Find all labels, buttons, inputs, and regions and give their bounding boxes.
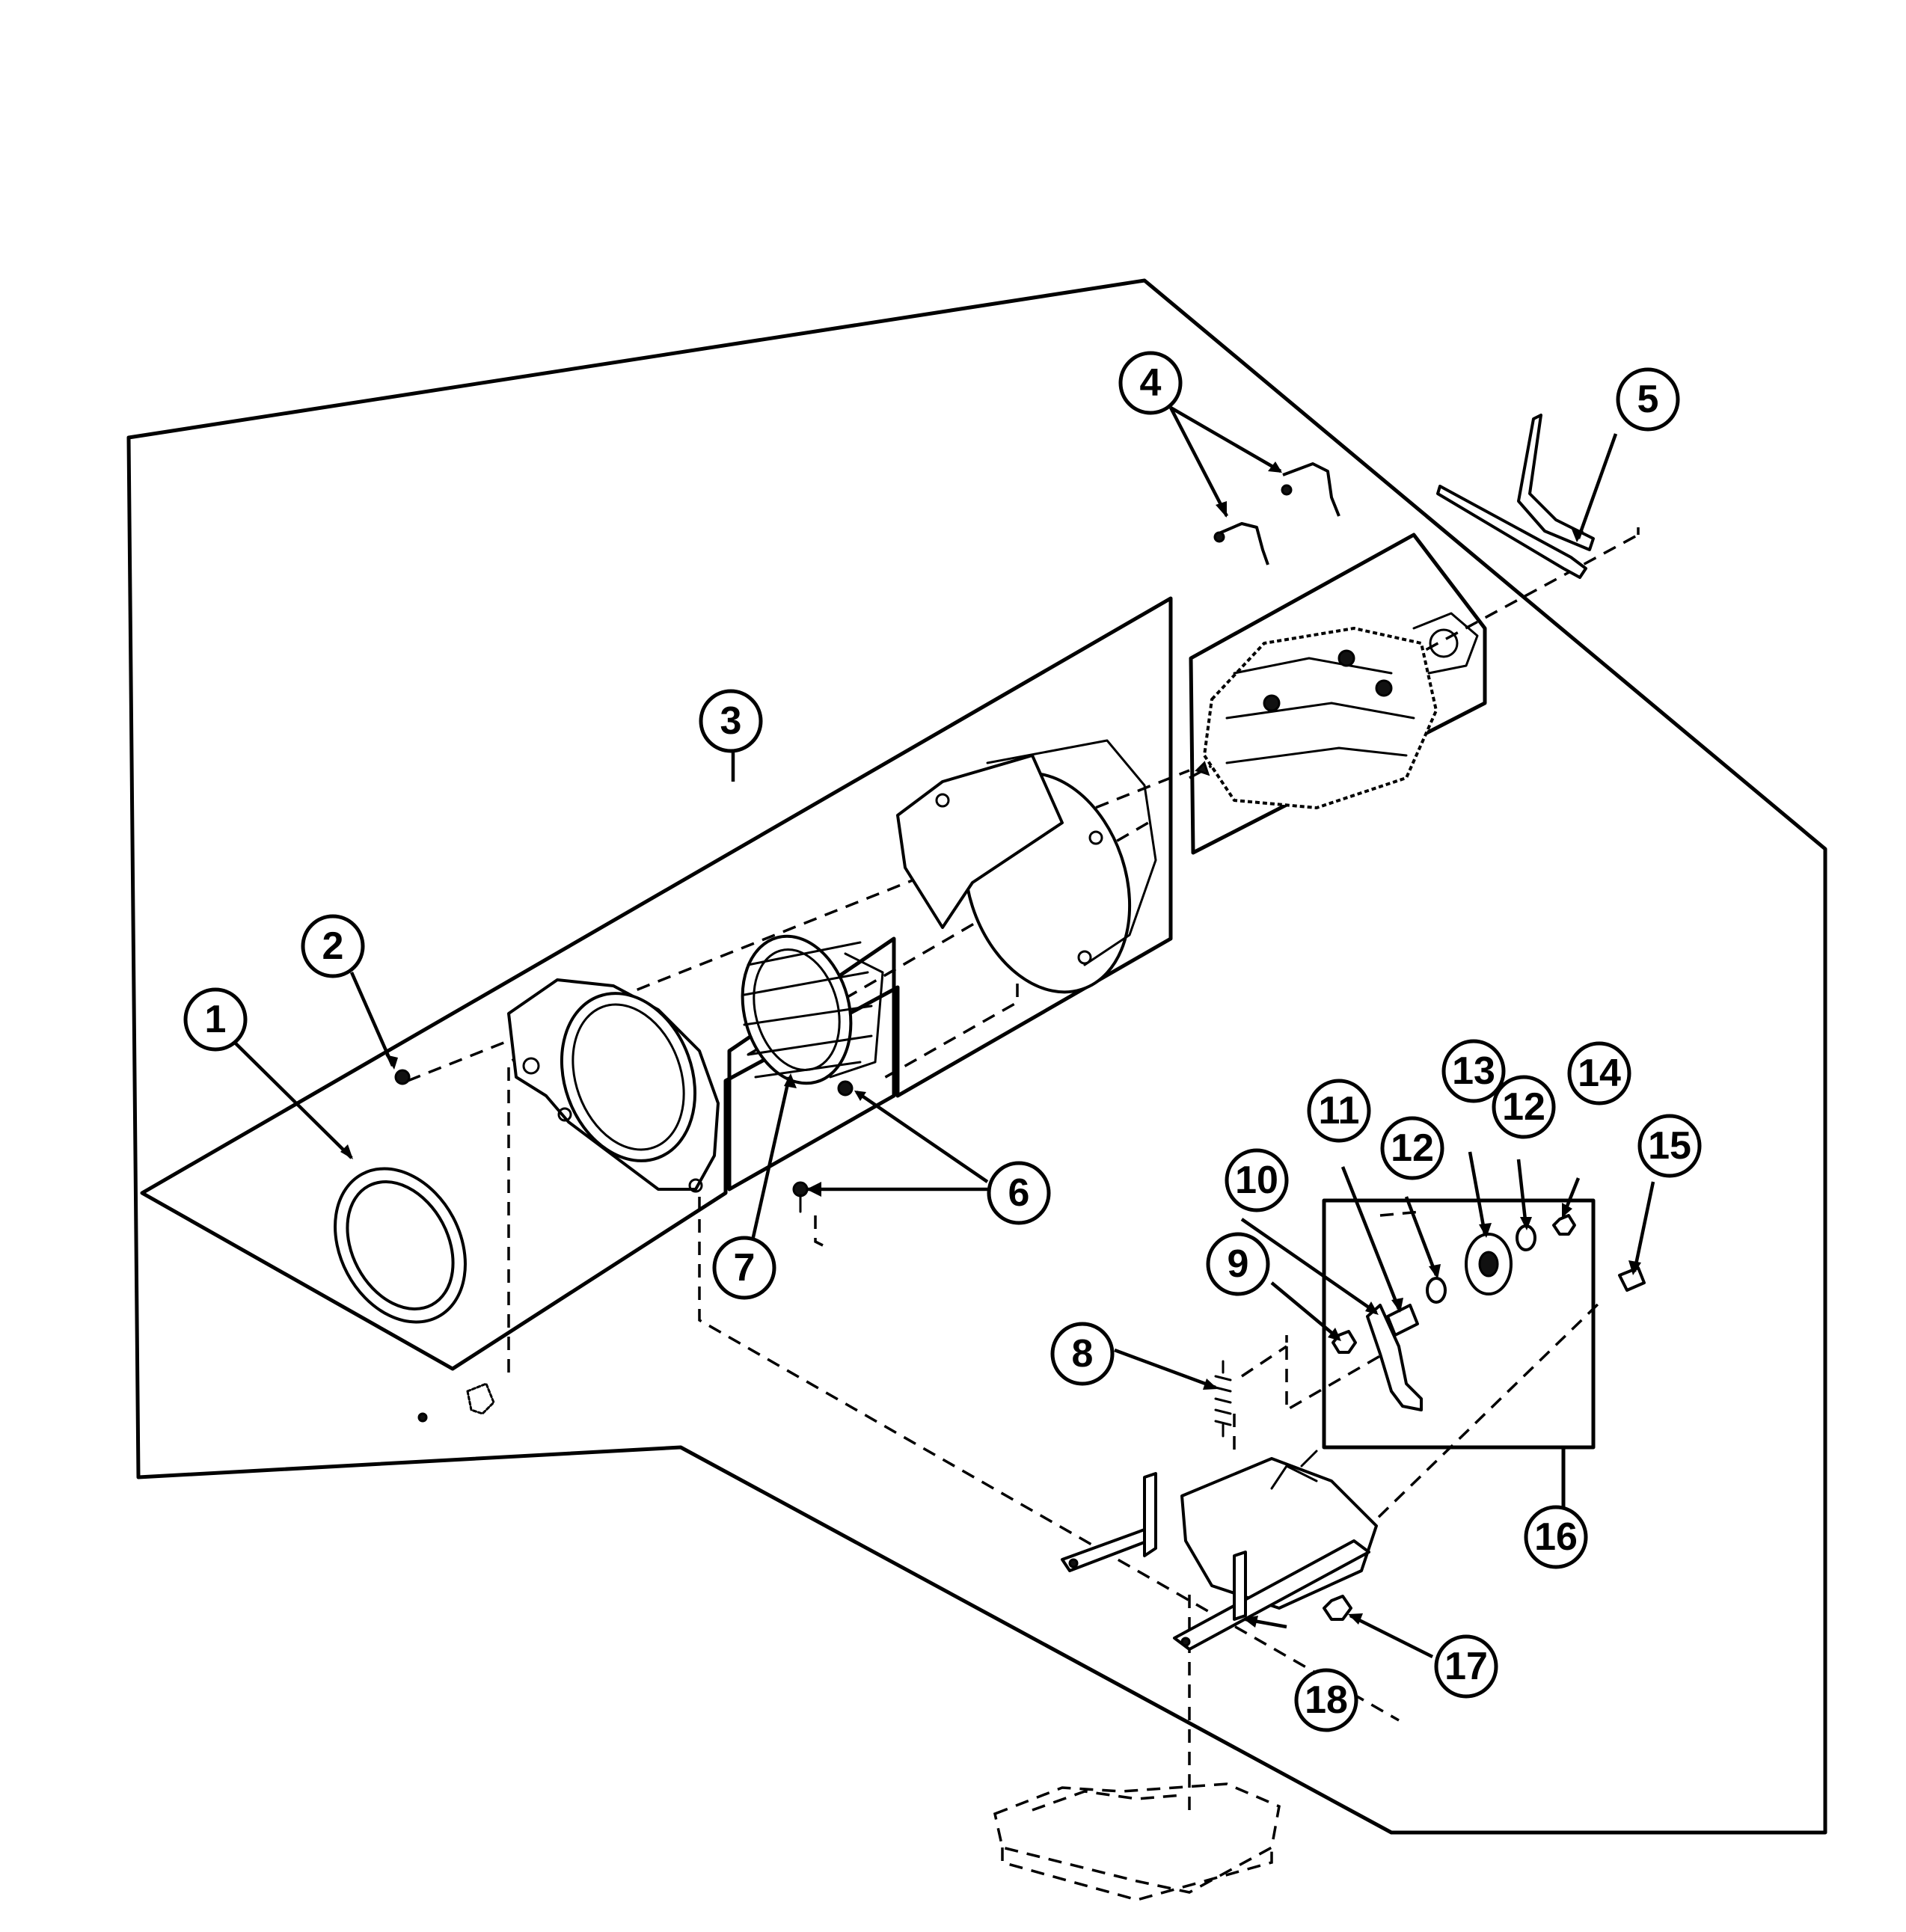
svg-text:13: 13 xyxy=(1452,1049,1495,1093)
motor-panel xyxy=(1189,533,1487,855)
callout-10: 10 xyxy=(1225,1148,1289,1212)
callout-5: 5 xyxy=(1616,367,1680,432)
svg-text:7: 7 xyxy=(734,1246,756,1289)
screw-2 xyxy=(394,1069,411,1085)
callout-2: 2 xyxy=(301,914,365,978)
callout-16: 16 xyxy=(1524,1505,1588,1569)
callout-15: 15 xyxy=(1637,1114,1702,1178)
idler-pulley xyxy=(1465,1233,1513,1295)
svg-text:18: 18 xyxy=(1305,1678,1348,1722)
idler-washer-b xyxy=(1516,1224,1536,1251)
drive-motor xyxy=(1195,612,1479,809)
callout-12a: 12 xyxy=(1380,1116,1444,1180)
screw-6b xyxy=(792,1181,809,1213)
blower-front-plate xyxy=(507,978,720,1193)
svg-text:5: 5 xyxy=(1637,378,1659,421)
callout-18: 18 xyxy=(1294,1668,1358,1732)
svg-text:11: 11 xyxy=(1319,1089,1360,1132)
idler-shaft xyxy=(1386,1304,1419,1337)
blower-wheel xyxy=(741,934,884,1085)
callout-14: 14 xyxy=(1567,1041,1631,1105)
svg-text:6: 6 xyxy=(1008,1171,1030,1215)
svg-text:2: 2 xyxy=(322,924,344,968)
clip-part xyxy=(417,1382,495,1423)
svg-text:17: 17 xyxy=(1444,1645,1488,1688)
cabinet-base xyxy=(993,1782,1281,1901)
callout-6: 6 xyxy=(987,1161,1051,1225)
assembly-outline xyxy=(126,278,1827,1835)
idler-assembly-box xyxy=(1322,1198,1596,1450)
svg-text:12: 12 xyxy=(1502,1085,1545,1129)
callout-4: 4 xyxy=(1118,351,1183,415)
blower-housing-panel xyxy=(140,596,1173,1371)
callout-12b: 12 xyxy=(1492,1075,1556,1139)
svg-text:15: 15 xyxy=(1648,1124,1691,1168)
callout-8: 8 xyxy=(1050,1322,1115,1386)
svg-text:16: 16 xyxy=(1534,1515,1578,1559)
callout-1: 1 xyxy=(183,987,248,1052)
motor-clamp-a xyxy=(1213,522,1269,565)
callout-9: 9 xyxy=(1206,1232,1270,1296)
motor-clamp-b xyxy=(1281,462,1340,517)
leader-lines xyxy=(234,406,1655,1659)
callout-7: 7 xyxy=(712,1236,776,1300)
svg-text:1: 1 xyxy=(205,998,227,1041)
svg-text:10: 10 xyxy=(1235,1159,1278,1202)
callout-11: 11 xyxy=(1307,1079,1371,1143)
nut-17 xyxy=(1323,1595,1352,1621)
idler-bracket xyxy=(1366,1304,1423,1411)
svg-text:12: 12 xyxy=(1391,1126,1434,1170)
svg-text:14: 14 xyxy=(1578,1052,1621,1095)
ring-gasket xyxy=(334,1167,467,1324)
blower-rear-housing xyxy=(896,739,1157,994)
drive-belt xyxy=(1436,414,1595,579)
svg-text:9: 9 xyxy=(1228,1242,1249,1286)
idler-washer-a xyxy=(1426,1277,1447,1304)
idler-spring xyxy=(1214,1360,1232,1438)
arrowheads xyxy=(340,461,1641,1628)
idler-nut xyxy=(1552,1214,1576,1236)
callout-17: 17 xyxy=(1434,1634,1498,1699)
svg-text:3: 3 xyxy=(720,699,742,743)
svg-text:4: 4 xyxy=(1140,361,1162,405)
callout-3: 3 xyxy=(699,689,763,753)
motor-base xyxy=(1061,1450,1378,1651)
svg-text:8: 8 xyxy=(1072,1332,1094,1376)
screw-6a xyxy=(837,1080,854,1097)
callout-13: 13 xyxy=(1441,1039,1506,1103)
